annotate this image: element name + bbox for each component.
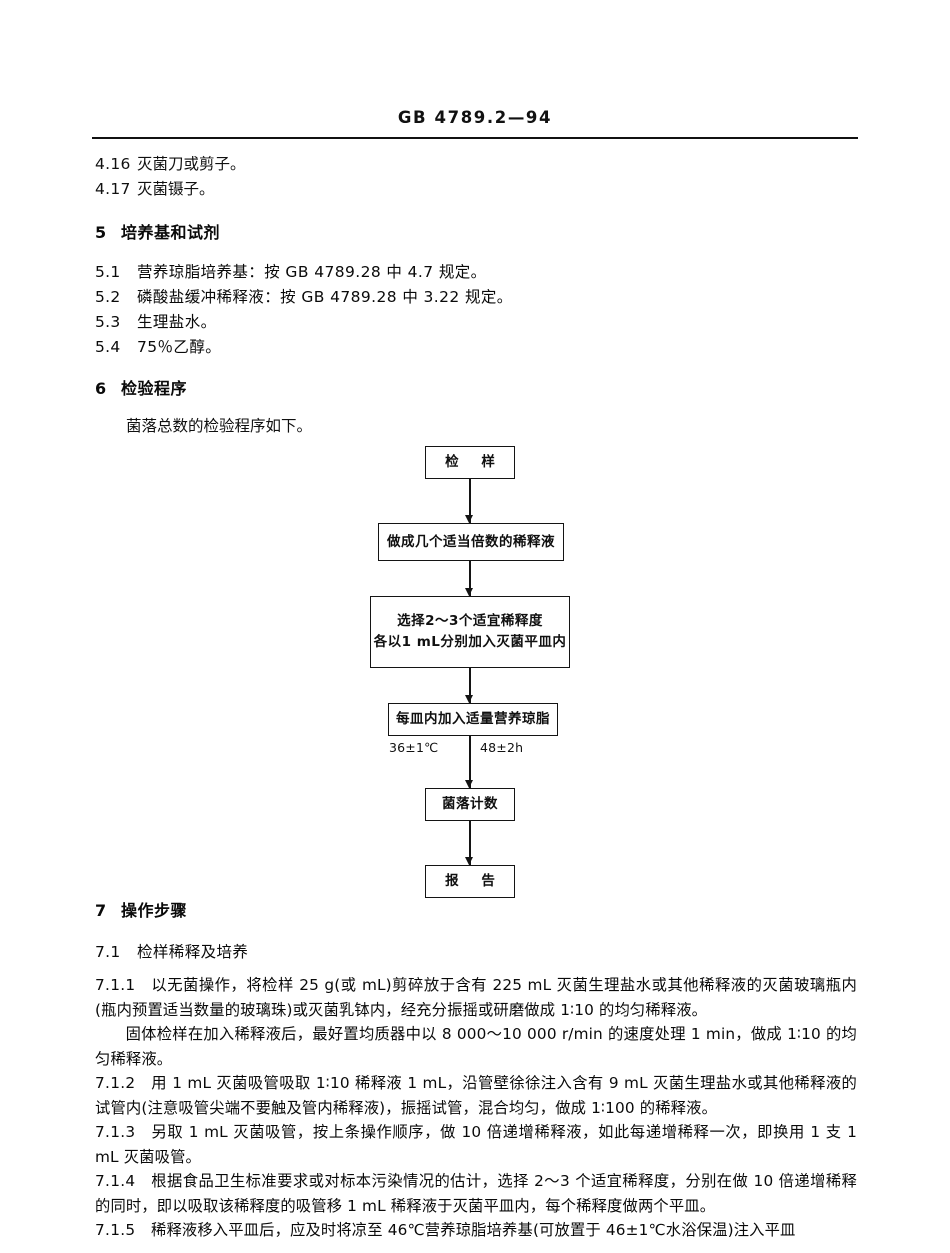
inspection-procedure-flowchart: 检 样 做成几个适当倍数的稀释液 选择2～3个适宜稀释度 各以1 mL分别加入灭… (0, 440, 950, 898)
clause-number: 7.1.2 (95, 1074, 136, 1092)
clause-number: 7.1 (95, 943, 121, 961)
document-body-upper: 4.16 灭菌刀或剪子。 4.17 灭菌镊子。 5 培养基和试剂 5.1 营养琼脂培养基… (95, 152, 857, 439)
flow-node-label-line1: 选择2～3个适宜稀释度 (397, 613, 543, 629)
clause-text: 以无菌操作，将检样 25 g(或 mL)剪碎放于含有 225 mL 灭菌生理盐水… (95, 976, 857, 1019)
clause-text: 灭菌刀或剪子。 (137, 155, 246, 173)
flow-node-label: 菌落计数 (442, 796, 498, 812)
clause-7-1-heading: 7.1 检样稀释及培养 (95, 940, 857, 965)
flow-node-add-agar: 每皿内加入适量营养琼脂 (388, 703, 558, 736)
section-number: 5 (95, 223, 107, 242)
clause-text: 用 1 mL 灭菌吸管吸取 1∶10 稀释液 1 mL，沿管壁徐徐注入含有 9 … (95, 1074, 857, 1117)
flow-node-select-dilution: 选择2～3个适宜稀释度 各以1 mL分别加入灭菌平皿内 (370, 596, 570, 668)
flow-node-label: 做成几个适当倍数的稀释液 (387, 533, 555, 550)
clause-number: 5.1 (95, 263, 121, 281)
clause-5-2: 5.2 磷酸盐缓冲稀释液：按 GB 4789.28 中 3.22 规定。 (95, 285, 857, 310)
header-rule (92, 137, 858, 140)
clause-number: 7.1.4 (95, 1172, 136, 1190)
clause-7-1-1-note: 固体检样在加入稀释液后，最好置均质器中以 8 000～10 000 r/min … (95, 1025, 857, 1068)
clause-text: 另取 1 mL 灭菌吸管，按上条操作顺序，做 10 倍递增稀释液，如此每递增稀释… (95, 1123, 857, 1166)
clause-text: 营养琼脂培养基：按 GB 4789.28 中 4.7 规定。 (137, 263, 487, 281)
standard-code: GB 4789.2—94 (397, 108, 553, 127)
clause-number: 7.1.1 (95, 976, 136, 994)
flow-arrow-2 (465, 588, 473, 596)
flow-connector-3 (469, 668, 471, 703)
clause-number: 5.3 (95, 313, 121, 331)
clause-text: 稀释液移入平皿后，应及时将凉至 46℃营养琼脂培养基(可放置于 46±1℃水浴保… (151, 1221, 796, 1239)
section-number: 7 (95, 901, 107, 920)
clause-5-3: 5.3 生理盐水。 (95, 310, 857, 335)
section-7-heading: 7 操作步骤 (95, 898, 857, 924)
clause-text: 灭菌镊子。 (137, 180, 215, 198)
section-title: 检验程序 (121, 379, 188, 398)
flow-edge-label-temperature: 36±1℃ (389, 740, 439, 755)
section-6-heading: 6 检验程序 (95, 376, 857, 402)
section-number: 6 (95, 379, 107, 398)
flow-connector-4 (469, 736, 471, 788)
clause-number: 7.1.3 (95, 1123, 136, 1141)
flow-node-label: 报 告 (445, 873, 504, 889)
flow-node-label-line2: 各以1 mL分别加入灭菌平皿内 (373, 634, 567, 650)
flow-node-sample: 检 样 (425, 446, 515, 479)
section-title: 培养基和试剂 (121, 223, 221, 242)
clause-text: 生理盐水。 (137, 313, 217, 331)
flow-node-report: 报 告 (425, 865, 515, 898)
clause-number: 5.2 (95, 288, 121, 306)
clause-number: 7.1.5 (95, 1221, 136, 1239)
clause-text: 75％乙醇。 (137, 338, 222, 356)
section-title: 操作步骤 (121, 901, 188, 920)
clause-4-16: 4.16 灭菌刀或剪子。 (95, 152, 857, 177)
clause-number: 4.17 (95, 180, 131, 198)
flow-node-colony-count: 菌落计数 (425, 788, 515, 821)
flow-node-label: 每皿内加入适量营养琼脂 (396, 711, 550, 727)
flow-connector-1 (469, 479, 471, 523)
flow-arrow-1 (465, 515, 473, 523)
flow-arrow-3 (465, 695, 473, 703)
flow-connector-2 (469, 561, 471, 596)
flow-node-dilutions: 做成几个适当倍数的稀释液 (378, 523, 564, 561)
flow-node-label: 检 样 (445, 454, 504, 470)
clause-5-4: 5.4 75％乙醇。 (95, 335, 857, 360)
flow-arrow-5 (465, 857, 473, 865)
clause-number: 4.16 (95, 155, 131, 173)
flow-connector-5 (469, 821, 471, 865)
flow-edge-label-duration: 48±2h (480, 740, 524, 755)
clause-7-1-5: 7.1.5 稀释液移入平皿后，应及时将凉至 46℃营养琼脂培养基(可放置于 46±… (95, 1218, 857, 1243)
clause-number: 5.4 (95, 338, 121, 356)
flow-arrow-4 (465, 780, 473, 788)
section-6-intro: 菌落总数的检验程序如下。 (126, 417, 313, 435)
page-header: GB 4789.2—94 (0, 108, 950, 127)
clause-4-17: 4.17 灭菌镊子。 (95, 177, 857, 202)
clause-5-1: 5.1 营养琼脂培养基：按 GB 4789.28 中 4.7 规定。 (95, 260, 857, 285)
section-5-heading: 5 培养基和试剂 (95, 220, 857, 246)
clause-text: 检样稀释及培养 (137, 943, 249, 961)
clause-text: 根据食品卫生标准要求或对标本污染情况的估计，选择 2～3 个适宜稀释度，分别在做… (95, 1172, 857, 1215)
clause-text: 磷酸盐缓冲稀释液：按 GB 4789.28 中 3.22 规定。 (137, 288, 513, 306)
